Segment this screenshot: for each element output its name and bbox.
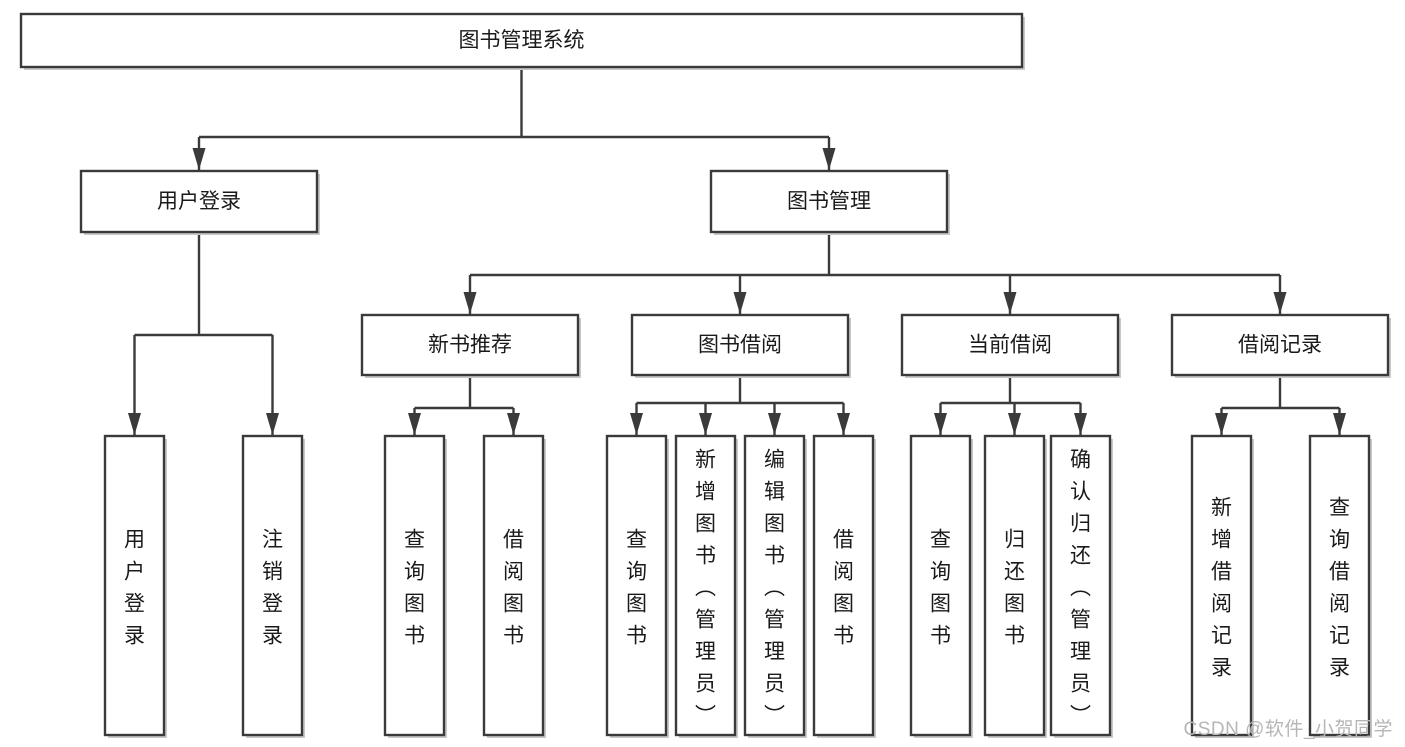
arrow-head-icon — [1333, 413, 1346, 435]
node-label: 编辑图书︵管理员︶ — [764, 448, 785, 727]
node-box[interactable] — [900, 313, 1120, 377]
node-box[interactable] — [19, 12, 1024, 69]
node-l_query_book_2[interactable]: 查询图书 — [605, 434, 669, 738]
arrow-head-icon — [1215, 413, 1228, 435]
node-l_logout[interactable]: 注销登录 — [241, 434, 305, 738]
node-label: 查询图书 — [930, 528, 951, 647]
node-l_borrow_book_2[interactable]: 借阅图书 — [812, 434, 876, 738]
node-label: 新增借阅记录 — [1211, 496, 1232, 679]
connector-group-bus-new-book — [408, 375, 520, 435]
node-box[interactable] — [1308, 434, 1371, 737]
node-n_record[interactable]: 借阅记录 — [1170, 313, 1391, 378]
node-label: 用户登录 — [157, 190, 241, 213]
node-l_edit_book[interactable]: 编辑图书︵管理员︶ — [743, 434, 807, 738]
csdn-watermark: CSDN @软件_小贺同学 — [1183, 719, 1393, 740]
node-box[interactable] — [709, 169, 949, 234]
arrow-head-icon — [408, 413, 421, 435]
node-label: 新书推荐 — [428, 334, 512, 357]
arrow-head-icon — [463, 292, 477, 314]
node-n_user_login[interactable]: 用户登录 — [79, 169, 320, 235]
node-n_borrow[interactable]: 图书借阅 — [630, 313, 851, 378]
node-box[interactable] — [1049, 434, 1112, 737]
node-n_current[interactable]: 当前借阅 — [900, 313, 1121, 378]
node-box[interactable] — [103, 434, 166, 737]
arrow-head-icon — [1008, 413, 1021, 435]
connector-group-bus-borrow — [630, 375, 850, 435]
node-box[interactable] — [482, 434, 545, 737]
arrow-head-icon — [768, 413, 781, 435]
node-box[interactable] — [743, 434, 806, 737]
connector-group-bus-record — [1215, 375, 1346, 435]
node-l_add_record[interactable]: 新增借阅记录 — [1190, 434, 1254, 738]
node-root[interactable]: 图书管理系统 — [19, 12, 1025, 70]
node-label: 借阅图书 — [503, 528, 524, 647]
arrow-head-icon — [266, 413, 279, 435]
node-label: 查询图书 — [404, 528, 425, 647]
node-n_book_mgmt[interactable]: 图书管理 — [709, 169, 950, 235]
node-box[interactable] — [1170, 313, 1390, 377]
arrow-head-icon — [128, 413, 141, 435]
node-label: 图书管理 — [787, 190, 871, 213]
node-label: 当前借阅 — [968, 334, 1052, 357]
node-l_query_book_1[interactable]: 查询图书 — [383, 434, 447, 738]
node-label: 归还图书 — [1004, 528, 1025, 647]
node-label: 用户登录 — [124, 528, 145, 647]
arrow-head-icon — [822, 148, 836, 170]
node-label: 查询借阅记录 — [1329, 496, 1350, 679]
node-box[interactable] — [605, 434, 668, 737]
connector-group-bus-book-mgmt — [463, 232, 1287, 314]
node-l_user_login[interactable]: 用户登录 — [103, 434, 167, 738]
node-box[interactable] — [812, 434, 875, 737]
node-label: 注销登录 — [262, 528, 283, 647]
node-label: 借阅图书 — [833, 528, 854, 647]
node-box[interactable] — [630, 313, 850, 377]
node-label: 查询图书 — [626, 528, 647, 647]
node-label: 新增图书︵管理员︶ — [695, 448, 716, 727]
node-box[interactable] — [79, 169, 319, 234]
node-label: 借阅记录 — [1238, 334, 1322, 357]
arrow-head-icon — [699, 413, 712, 435]
connector-group-bus-current — [934, 375, 1087, 435]
arrow-head-icon — [192, 148, 206, 170]
arrow-head-icon — [837, 413, 850, 435]
arrow-head-icon — [507, 413, 520, 435]
node-box[interactable] — [909, 434, 972, 737]
connector-group-bus-root — [192, 67, 836, 170]
node-box[interactable] — [383, 434, 446, 737]
node-box[interactable] — [983, 434, 1046, 737]
node-label: 图书管理系统 — [459, 29, 585, 52]
node-layer: 图书管理系统用户登录图书管理新书推荐图书借阅当前借阅借阅记录用户登录注销登录查询… — [19, 12, 1391, 738]
arrow-head-icon — [1003, 292, 1017, 314]
node-l_confirm_return[interactable]: 确认归还︵管理员︶ — [1049, 434, 1113, 738]
node-l_add_book[interactable]: 新增图书︵管理员︶ — [674, 434, 738, 738]
connector-layer — [128, 67, 1346, 435]
node-l_query_record[interactable]: 查询借阅记录 — [1308, 434, 1372, 738]
arrow-head-icon — [934, 413, 947, 435]
node-box[interactable] — [360, 313, 580, 377]
arrow-head-icon — [1273, 292, 1287, 314]
node-l_borrow_book_1[interactable]: 借阅图书 — [482, 434, 546, 738]
connector-group-bus-user-login — [128, 232, 279, 435]
node-l_return_book[interactable]: 归还图书 — [983, 434, 1047, 738]
arrow-head-icon — [1074, 413, 1087, 435]
node-n_new_book[interactable]: 新书推荐 — [360, 313, 581, 378]
node-box[interactable] — [674, 434, 737, 737]
node-l_query_book_3[interactable]: 查询图书 — [909, 434, 973, 738]
arrow-head-icon — [630, 413, 643, 435]
arrow-head-icon — [733, 292, 747, 314]
node-label: 确认归还︵管理员︶ — [1070, 448, 1091, 727]
node-box[interactable] — [241, 434, 304, 737]
node-label: 图书借阅 — [698, 334, 782, 357]
node-box[interactable] — [1190, 434, 1253, 737]
